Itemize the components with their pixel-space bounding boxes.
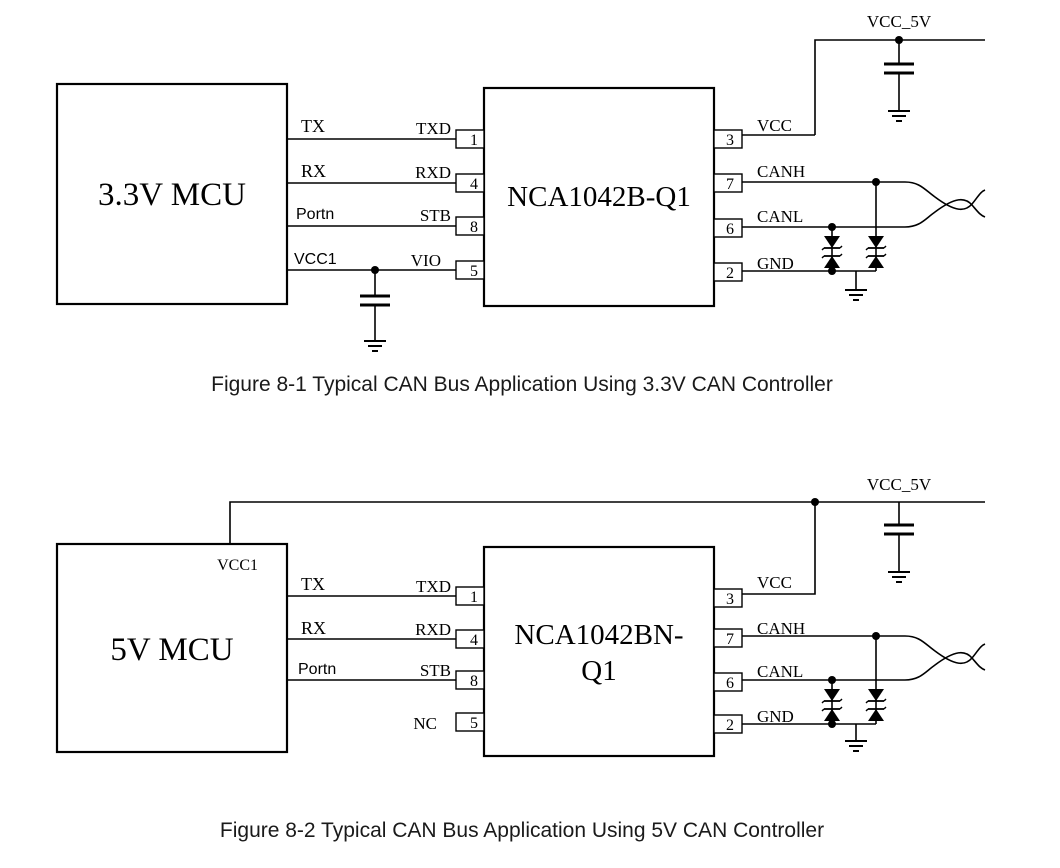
pin-box	[455, 670, 485, 690]
twisted-pair	[904, 651, 986, 681]
pin-box	[455, 629, 485, 649]
supply-label: VCC_5V	[867, 12, 932, 31]
ground-symbol	[844, 740, 868, 752]
pin-box	[455, 586, 485, 606]
vcc-rail	[229, 501, 985, 544]
twisted-pair	[904, 635, 986, 665]
capacitor-symbol	[882, 62, 916, 75]
signal-vcc1: VCC1	[294, 251, 337, 268]
figure-8-2: 5V MCU VCC1 VCC_5V NCA1042BN- Q1 TX RX P…	[55, 475, 986, 842]
pin-number: 5	[470, 715, 478, 732]
ground-symbol	[363, 340, 387, 352]
twisted-pair	[904, 198, 986, 228]
pin-box	[713, 588, 743, 608]
pin-name: CANL	[757, 662, 803, 681]
ground-symbol	[887, 110, 911, 122]
pin-name: RXD	[415, 163, 451, 182]
pin-number: 3	[726, 591, 734, 608]
mcu-label: 3.3V MCU	[98, 177, 246, 213]
pin-name: STB	[420, 661, 451, 680]
twisted-pair	[904, 181, 986, 211]
pin-number: 4	[470, 632, 478, 649]
pin-name: CANH	[757, 619, 805, 638]
signal-portn: Portn	[296, 206, 334, 223]
figure-caption: Figure 8-1 Typical CAN Bus Application U…	[211, 373, 833, 396]
pin-number: 8	[470, 673, 478, 690]
mcu-block	[55, 82, 289, 306]
pin-number: 3	[726, 132, 734, 149]
pin-box	[713, 173, 743, 193]
pin-name: TXD	[416, 119, 451, 138]
pin-name: VIO	[411, 251, 441, 270]
pin-box	[713, 672, 743, 692]
pin-number: 6	[726, 675, 734, 692]
mcu-supply-label: VCC1	[217, 557, 258, 574]
pin-name: TXD	[416, 577, 451, 596]
pin-name: CANH	[757, 162, 805, 181]
vcc-wire	[742, 502, 816, 595]
pin-box	[713, 628, 743, 648]
pin-number: 4	[470, 176, 478, 193]
pin-name: STB	[420, 206, 451, 225]
pin-box	[455, 173, 485, 193]
signal-rx: RX	[301, 618, 326, 638]
pin-name: RXD	[415, 620, 451, 639]
pin-number: 1	[470, 589, 478, 606]
supply-label: VCC_5V	[867, 475, 932, 494]
signal-tx: TX	[301, 574, 325, 594]
pin-number: 8	[470, 219, 478, 236]
figure-caption: Figure 8-2 Typical CAN Bus Application U…	[220, 819, 824, 842]
ground-symbol	[844, 289, 868, 301]
capacitor-symbol	[882, 523, 916, 536]
chip-label: NCA1042B-Q1	[507, 181, 691, 213]
pin-box	[713, 262, 743, 282]
pin-number: 2	[726, 265, 734, 282]
pin-number: 7	[726, 176, 734, 193]
pin-box	[455, 129, 485, 149]
pin-box	[713, 129, 743, 149]
pin-box	[713, 218, 743, 238]
pin-box	[455, 216, 485, 236]
pin-box	[455, 712, 485, 732]
pin-name: NC	[413, 714, 437, 733]
signal-portn: Portn	[298, 661, 336, 678]
capacitor-symbol	[358, 294, 392, 307]
mcu-label: 5V MCU	[110, 632, 233, 668]
figure-8-1: 3.3V MCU NCA1042B-Q1 TX RX Portn VCC1 1 …	[55, 12, 986, 396]
pin-name: GND	[757, 254, 794, 273]
transceiver-chip	[482, 86, 716, 308]
signal-rx: RX	[301, 161, 326, 181]
transceiver-chip	[482, 545, 716, 758]
vcc-rail	[814, 39, 985, 135]
ground-symbol	[887, 571, 911, 583]
mcu-block	[55, 542, 289, 754]
pin-number: 2	[726, 717, 734, 734]
pin-number: 5	[470, 263, 478, 280]
chip-label-line2: Q1	[581, 655, 616, 687]
pin-name: GND	[757, 707, 794, 726]
pin-name: VCC	[757, 116, 792, 135]
chip-label-line1: NCA1042BN-	[514, 619, 683, 651]
pin-name: VCC	[757, 573, 792, 592]
signal-tx: TX	[301, 116, 325, 136]
pin-number: 7	[726, 631, 734, 648]
pin-number: 6	[726, 221, 734, 238]
pin-name: CANL	[757, 207, 803, 226]
pin-box	[455, 260, 485, 280]
pin-number: 1	[470, 132, 478, 149]
